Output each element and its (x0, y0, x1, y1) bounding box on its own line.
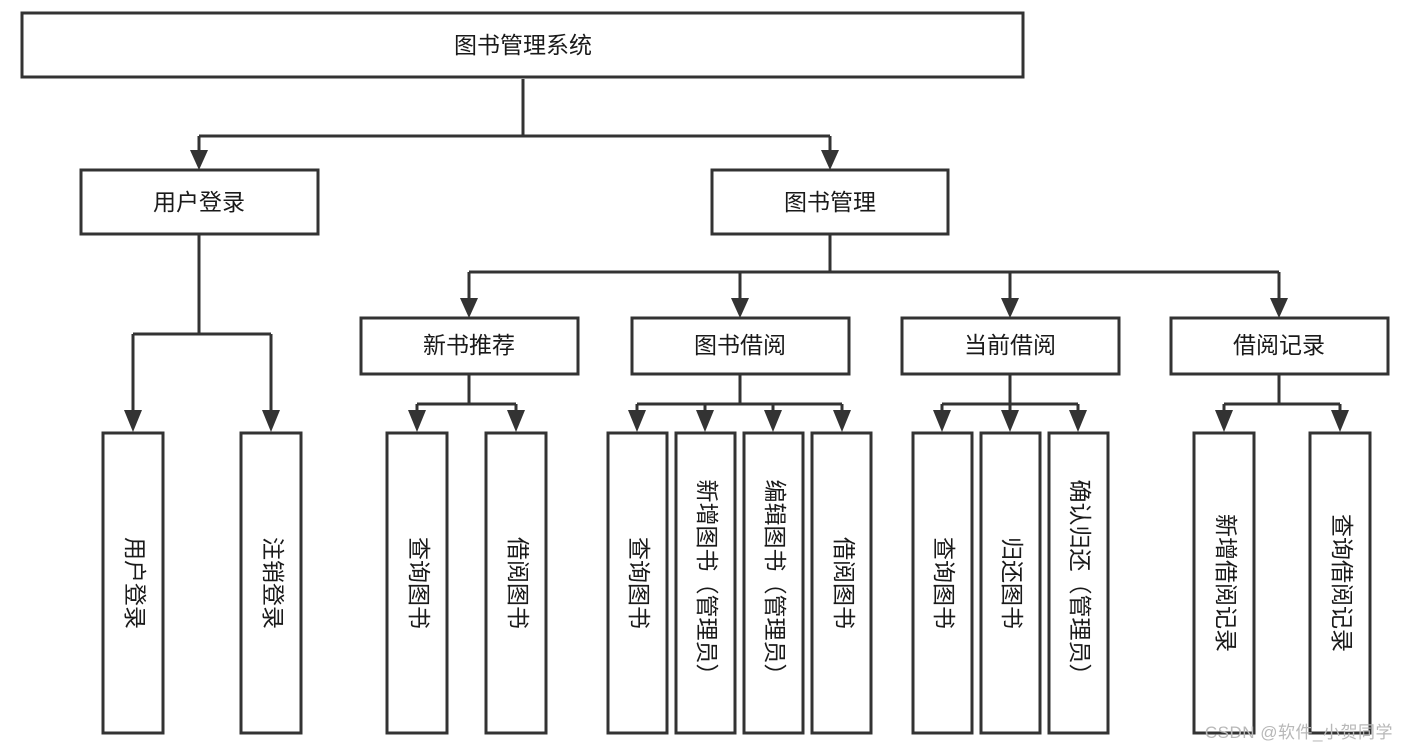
arrowhead-newbook (460, 298, 478, 318)
node-leaf-13[interactable]: 查询借阅记录 (1308, 431, 1372, 735)
node-newbook-label: 新书推荐 (423, 332, 515, 358)
arrowhead-leaf-7 (764, 410, 782, 432)
node-root[interactable]: 图书管理系统 (20, 11, 1025, 79)
node-leaf-11[interactable]: 确认归还（管理员） (1047, 431, 1110, 735)
node-leaf-2-box[interactable] (239, 431, 303, 735)
arrowhead-current (1001, 298, 1019, 318)
node-leaf-11-box[interactable] (1047, 431, 1110, 735)
node-newbook[interactable]: 新书推荐 (359, 316, 580, 376)
node-borrow[interactable]: 图书借阅 (630, 316, 851, 376)
node-current-label: 当前借阅 (964, 332, 1056, 358)
node-leaf-12-label: 新增借阅记录 (1213, 514, 1239, 652)
node-root-label: 图书管理系统 (454, 32, 592, 58)
node-leaf-9-label: 查询图书 (931, 537, 957, 629)
arrowhead-leaf-1 (124, 410, 142, 432)
node-leaf-9-box[interactable] (911, 431, 974, 735)
node-leaf-13-box[interactable] (1308, 431, 1372, 735)
node-leaf-5-box[interactable] (606, 431, 669, 735)
node-leaf-10-label: 归还图书 (999, 537, 1025, 629)
csdn-watermark: CSDN @软件_小贺同学 (1204, 723, 1393, 742)
node-bookmgmt-label: 图书管理 (784, 189, 876, 215)
node-leaf-5[interactable]: 查询图书 (606, 431, 669, 735)
node-leaf-10[interactable]: 归还图书 (979, 431, 1042, 735)
node-leaf-8[interactable]: 借阅图书 (810, 431, 873, 735)
node-login[interactable]: 用户登录 (79, 168, 320, 236)
node-leaf-12[interactable]: 新增借阅记录 (1192, 431, 1256, 735)
arrowhead-leaf-10 (1001, 410, 1019, 432)
node-record[interactable]: 借阅记录 (1169, 316, 1390, 376)
node-leaf-6-label: 新增图书（管理员） (694, 480, 720, 687)
arrowhead-leaf-11 (1069, 410, 1087, 432)
arrowhead-leaf-5 (628, 410, 646, 432)
node-login-label: 用户登录 (153, 189, 245, 215)
node-leaf-1-box[interactable] (101, 431, 165, 735)
node-newbook-box[interactable] (359, 316, 580, 376)
node-leaf-10-box[interactable] (979, 431, 1042, 735)
node-leaf-13-label: 查询借阅记录 (1329, 514, 1355, 652)
arrowhead-leaf-3 (408, 410, 426, 432)
node-leaf-1-label: 用户登录 (122, 537, 148, 629)
arrowhead-bookmgmt (821, 150, 839, 170)
arrowhead-leaf-9 (933, 410, 951, 432)
connector-layer (124, 79, 1349, 432)
node-current-box[interactable] (900, 316, 1121, 376)
node-leaf-1[interactable]: 用户登录 (101, 431, 165, 735)
node-record-box[interactable] (1169, 316, 1390, 376)
node-leaf-3[interactable]: 查询图书 (385, 431, 449, 735)
node-leaf-4-box[interactable] (484, 431, 548, 735)
node-leaf-2-label: 注销登录 (260, 537, 286, 629)
node-leaf-5-label: 查询图书 (626, 537, 652, 629)
arrowhead-borrow (731, 298, 749, 318)
node-login-box[interactable] (79, 168, 320, 236)
arrowhead-leaf-13 (1331, 410, 1349, 432)
node-leaf-9[interactable]: 查询图书 (911, 431, 974, 735)
arrowhead-login (190, 150, 208, 170)
node-leaf-8-label: 借阅图书 (831, 537, 857, 629)
node-leaf-6[interactable]: 新增图书（管理员） (674, 431, 737, 735)
node-root-box[interactable] (20, 11, 1025, 79)
arrowhead-leaf-4 (507, 410, 525, 432)
node-leaf-12-box[interactable] (1192, 431, 1256, 735)
arrowhead-leaf-12 (1215, 410, 1233, 432)
node-bookmgmt-box[interactable] (710, 168, 950, 236)
node-borrow-label: 图书借阅 (694, 332, 786, 358)
node-leaf-2[interactable]: 注销登录 (239, 431, 303, 735)
node-current[interactable]: 当前借阅 (900, 316, 1121, 376)
arrowhead-leaf-8 (833, 410, 851, 432)
node-leaf-3-box[interactable] (385, 431, 449, 735)
node-leaf-7-label: 编辑图书（管理员） (762, 480, 788, 687)
node-leaf-4-label: 借阅图书 (505, 537, 531, 629)
node-leaf-6-box[interactable] (674, 431, 737, 735)
node-leaf-8-box[interactable] (810, 431, 873, 735)
arrowhead-leaf-6 (696, 410, 714, 432)
arrowhead-leaf-2 (262, 410, 280, 432)
node-leaf-3-label: 查询图书 (406, 537, 432, 629)
node-leaf-7[interactable]: 编辑图书（管理员） (742, 431, 805, 735)
node-record-label: 借阅记录 (1233, 332, 1325, 358)
node-borrow-box[interactable] (630, 316, 851, 376)
node-leaf-7-box[interactable] (742, 431, 805, 735)
node-leaf-11-label: 确认归还（管理员） (1067, 480, 1093, 687)
node-bookmgmt[interactable]: 图书管理 (710, 168, 950, 236)
node-leaf-4[interactable]: 借阅图书 (484, 431, 548, 735)
arrowhead-record (1270, 298, 1288, 318)
